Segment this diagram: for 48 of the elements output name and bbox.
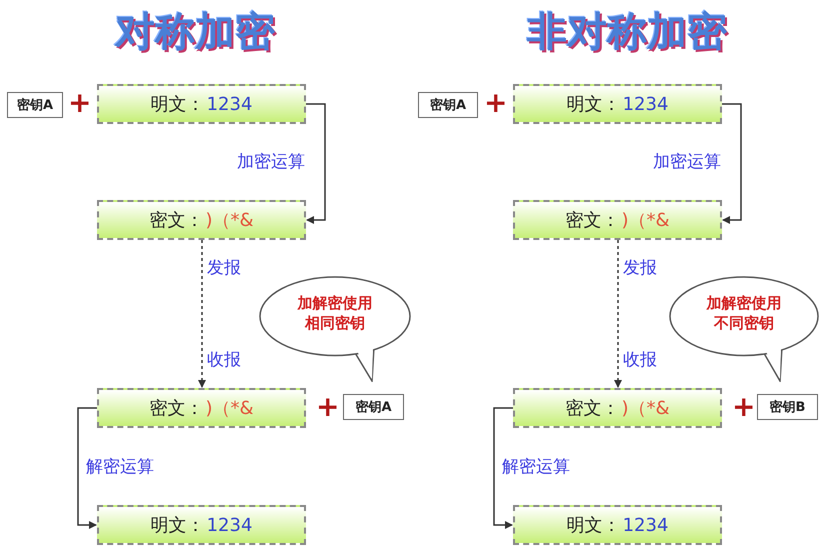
value-text: )（*& [621,397,670,420]
message-box [513,200,722,240]
message-box [97,388,306,428]
field-label: 明文： [150,93,205,116]
field-label: 密文： [565,397,620,420]
message-box [513,388,722,428]
value-text: 1234 [622,94,668,114]
arrow [493,407,513,529]
value-text: 1234 [622,514,668,536]
field-label: 明文： [566,514,621,537]
field-label: 明文： [566,93,621,116]
field-label: 密文： [149,209,204,232]
message-box [513,505,722,545]
arrow [198,240,206,388]
field-label: 密文： [149,397,204,420]
key-box: 密钥B [757,394,818,420]
edge-label: 解密运算 [85,454,155,478]
flow-label: 收报 [623,349,657,371]
flow-label: 收报 [207,349,241,371]
message-box [97,505,306,545]
key-box: 密钥A [418,92,478,118]
flow-label: 发报 [207,257,241,279]
bubble-text: 加解密使用相同密钥 [296,293,374,333]
value-text: )（*& [205,397,254,420]
value-text: )（*& [205,209,254,232]
field-label: 明文： [150,514,205,537]
plus-sign: + [484,88,508,118]
value-text: 1234 [206,514,252,536]
flow-label: 发报 [623,257,657,279]
arrow [77,407,97,529]
panel-title: 对称加密 [115,8,275,57]
field-label: 密文： [565,209,620,232]
message-box [513,84,722,124]
panel-title: 非对称加密 [527,8,727,57]
key-box: 密钥A [7,92,63,118]
value-text: )（*& [621,209,670,232]
key-box: 密钥A [343,394,404,420]
plus-sign: + [68,88,92,118]
message-box [97,200,306,240]
bubble-text: 加解密使用不同密钥 [705,293,782,333]
value-text: 1234 [206,94,252,114]
plus-sign: + [316,392,340,422]
edge-label: 解密运算 [501,454,571,478]
message-box [97,84,306,124]
plus-sign: + [732,392,756,422]
arrow [306,103,326,224]
arrow [614,240,622,388]
arrow [722,103,742,224]
